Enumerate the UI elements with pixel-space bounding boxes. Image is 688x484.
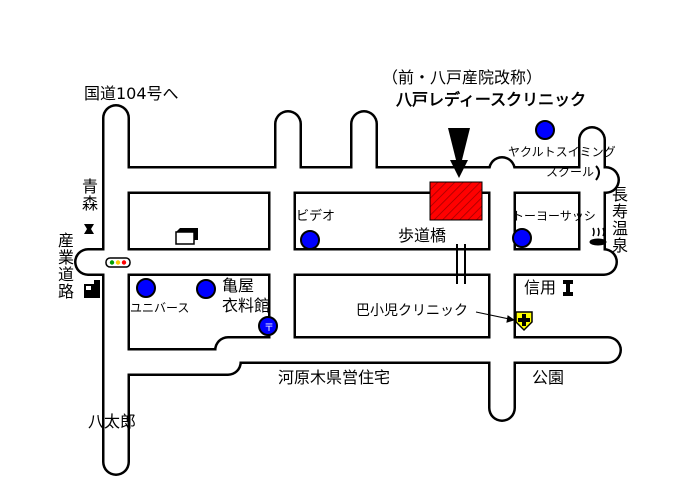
univers-dot bbox=[136, 278, 156, 298]
road-network bbox=[74, 104, 622, 476]
toyo-sash-label: トーヨーサッシ bbox=[512, 209, 596, 223]
gas-station-icon bbox=[84, 280, 100, 298]
univers-label: ユニバース bbox=[130, 301, 190, 315]
yakult-dot bbox=[535, 120, 555, 140]
credit-union-icon bbox=[563, 280, 573, 296]
kawaragi-housing-label: 河原木県営住宅 bbox=[278, 368, 391, 387]
footbridge-label: 歩道橋 bbox=[398, 226, 447, 245]
building-icon bbox=[175, 228, 198, 245]
kameya-label-1: 亀屋 bbox=[222, 276, 255, 295]
nagasu-onsen-label: 長寿温泉 bbox=[609, 186, 628, 254]
footbridge bbox=[456, 244, 466, 284]
route104-label: 国道104号へ bbox=[84, 84, 179, 103]
tomoe-clinic-label: 巴小児クリニック bbox=[356, 303, 468, 319]
video-label: ビデオ bbox=[296, 209, 336, 224]
post-office-dot bbox=[258, 316, 278, 336]
park-label: 公園 bbox=[532, 368, 565, 387]
aomori-marker bbox=[84, 224, 94, 234]
clinic-name-label[interactable]: 八戸レディースクリニック bbox=[396, 90, 587, 109]
kameya-label-2: 衣料館 bbox=[222, 296, 271, 315]
post-office-icon: 〒 bbox=[264, 323, 274, 334]
former-name-label: （前・八戸産院改称） bbox=[382, 68, 543, 87]
hot-spring-icon bbox=[589, 227, 607, 246]
yakult-label: ヤクルトスイミング bbox=[508, 145, 616, 159]
tomoe-leader-line bbox=[475, 311, 516, 323]
video-dot bbox=[300, 230, 320, 250]
shinyo-label: 信用 bbox=[524, 278, 557, 297]
target-arrow-icon bbox=[448, 128, 470, 178]
sangyo-road-label: 産業道路 bbox=[55, 232, 74, 300]
landmark-dots bbox=[136, 120, 555, 336]
hachitaro-label: 八太郎 bbox=[88, 412, 137, 431]
clinic-building[interactable] bbox=[429, 181, 483, 221]
yakult-school-label: スクール bbox=[546, 165, 595, 179]
toyo-sash-dot bbox=[512, 228, 532, 248]
kameya-dot bbox=[196, 279, 216, 299]
traffic-light-icon bbox=[105, 257, 131, 268]
hospital-cross-icon bbox=[515, 311, 533, 332]
aomori-label: 青森 bbox=[79, 178, 98, 212]
school-bracket bbox=[595, 165, 600, 181]
